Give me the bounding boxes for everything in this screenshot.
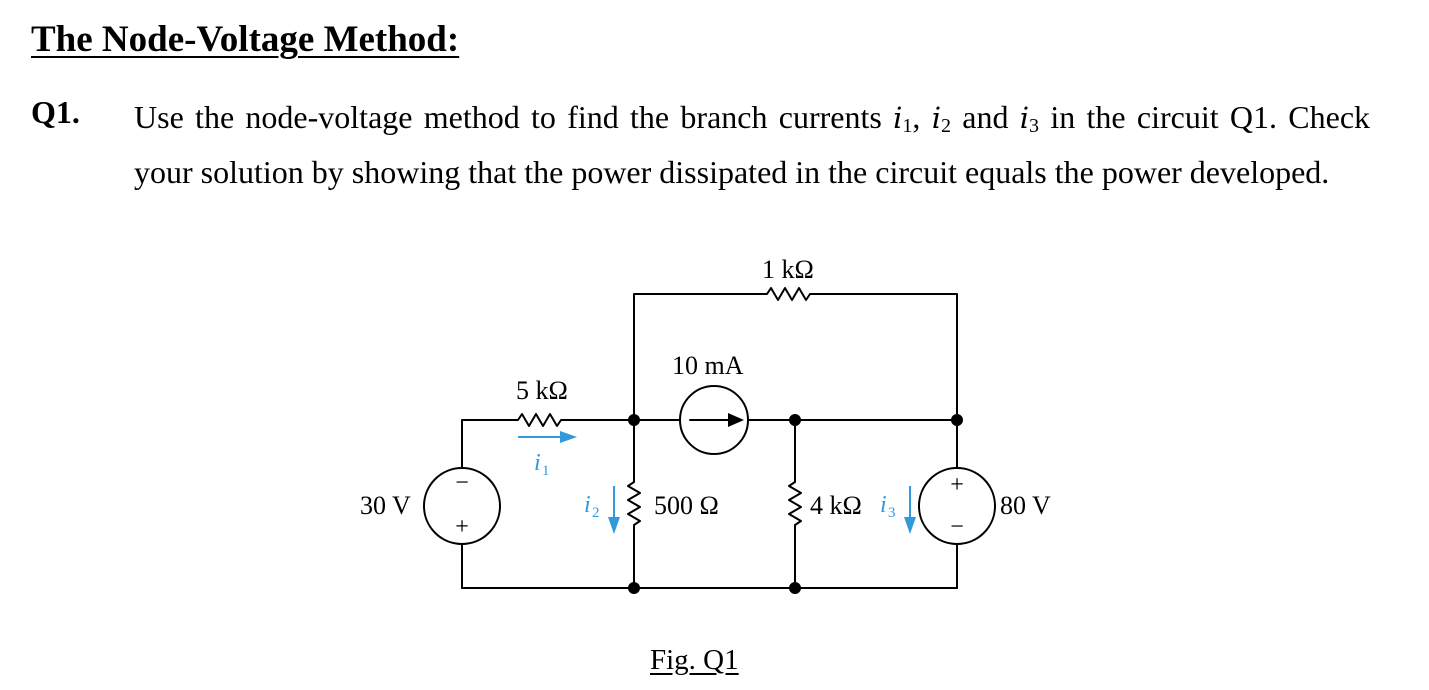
current-i1-subscript: 1 [902,115,913,137]
question-and: and [950,99,1020,135]
question-text: Use the node-voltage method to find the … [134,94,1370,195]
wire-top-loop [633,287,958,421]
voltage-source-30v-top-sign: − [455,470,469,496]
current-i1-label-sub: 1 [542,463,550,479]
voltage-source-80v-top-sign: + [950,472,964,498]
current-i2-subscript: 2 [940,115,951,137]
node-dot [628,414,640,426]
current-i3-arrow-head [904,517,916,534]
current-i3-subscript: 3 [1029,115,1040,137]
current-i3-symbol: i [1019,101,1030,135]
resistor-500-label: 500 Ω [654,491,719,520]
question-text-before: Use the node-voltage method to find the … [134,99,894,135]
current-i1-symbol: i [893,101,903,135]
figure-caption: Fig. Q1 [650,644,739,676]
current-source-label: 10 mA [672,351,744,380]
node-dot [789,414,801,426]
current-i1-label: i [534,450,541,476]
resistor-1k-label: 1 kΩ [762,255,814,284]
current-i3-label-sub: 3 [888,505,896,521]
current-i2-arrow-head [608,517,620,534]
current-source-circle [679,385,749,455]
voltage-source-30v-label: 30 V [360,491,411,520]
current-i3-label: i [880,492,887,518]
wire-left-top [461,413,635,469]
voltage-source-80v-circle [918,467,996,545]
voltage-source-80v-bottom-sign: − [950,514,964,540]
node-dot [789,582,801,594]
question-label: Q1. [31,94,80,130]
current-i2-label: i [584,492,591,518]
voltage-source-80v-label: 80 V [1000,491,1051,520]
resistor-4k-branch [788,419,802,589]
voltage-source-30v-circle [423,467,501,545]
current-i2-label-sub: 2 [592,505,600,521]
question-separator: , [912,99,932,135]
page-heading: The Node-Voltage Method: [31,19,460,60]
question-text-after: in the circuit Q1. Check your solution b… [134,99,1371,190]
current-i2-symbol: i [931,101,941,135]
voltage-source-30v-bottom-sign: + [455,514,469,540]
resistor-4k-label: 4 kΩ [810,491,862,520]
current-i1-arrow-head [560,431,577,443]
resistor-5k-label: 5 kΩ [516,376,568,405]
node-dot [628,582,640,594]
resistor-500-branch [627,419,641,589]
current-source-arrow-head [728,413,744,427]
node-dot [951,414,963,426]
